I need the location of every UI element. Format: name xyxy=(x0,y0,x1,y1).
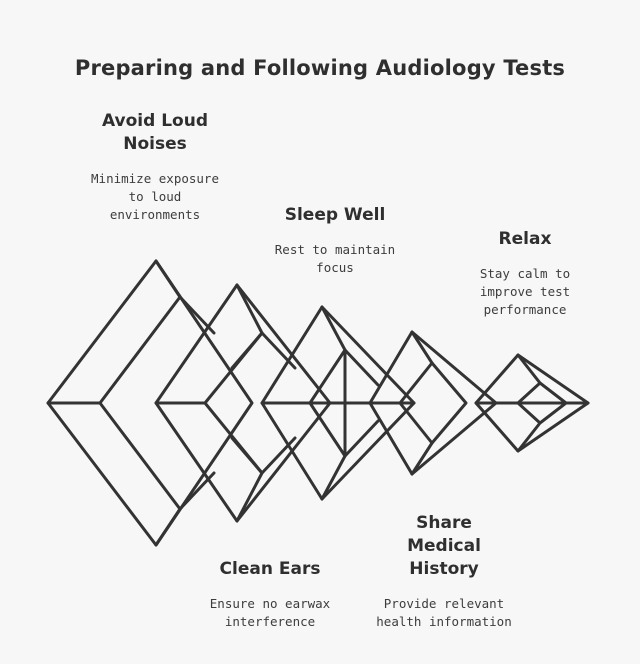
chevron-relax xyxy=(474,353,590,453)
diagram-title: Preparing and Following Audiology Tests xyxy=(74,56,566,80)
chevron-avoid-loud-noises xyxy=(46,259,254,547)
step-avoid-loud-noises: Avoid Loud Noises Minimize exposure to l… xyxy=(90,110,220,224)
step-heading: Avoid Loud Noises xyxy=(101,111,208,154)
step-clean-ears: Clean Ears Ensure no earwax interference xyxy=(180,558,360,631)
step-heading: Share Medical History xyxy=(407,513,481,579)
step-heading: Relax xyxy=(498,229,552,249)
step-heading: Sleep Well xyxy=(284,205,386,225)
step-sleep-well: Sleep Well Rest to maintain focus xyxy=(260,204,410,277)
step-relax: Relax Stay calm to improve test performa… xyxy=(460,228,590,319)
step-description: Ensure no earwax interference xyxy=(209,596,331,629)
chevron-sleep-well xyxy=(260,305,416,501)
step-description: Minimize exposure to loud environments xyxy=(91,171,219,222)
step-share-medical-history: Share Medical History Provide relevant h… xyxy=(364,512,524,631)
step-heading: Clean Ears xyxy=(219,559,321,579)
step-description: Stay calm to improve test performance xyxy=(479,266,571,317)
step-description: Rest to maintain focus xyxy=(274,242,396,275)
step-description: Provide relevant health information xyxy=(376,596,512,629)
